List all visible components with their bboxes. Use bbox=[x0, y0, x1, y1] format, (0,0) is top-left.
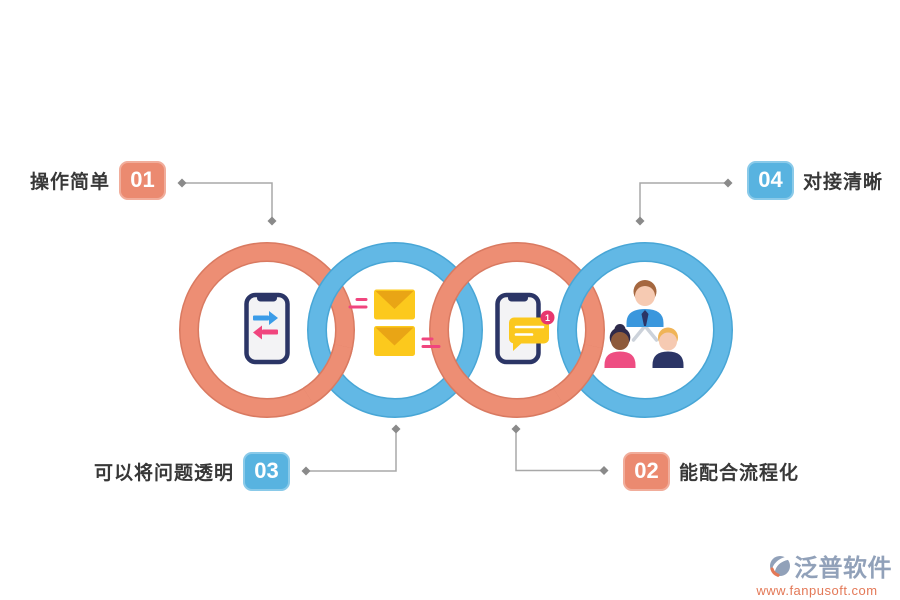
person-right-icon bbox=[652, 327, 684, 368]
step-03-number-badge: 03 bbox=[243, 451, 290, 491]
notification-dot-icon bbox=[540, 310, 555, 325]
connector-step-01 bbox=[177, 178, 277, 226]
callout-step-03: 可以将问题透明 03 bbox=[40, 451, 290, 491]
person-top-icon bbox=[626, 280, 664, 327]
ring-1-overlap-patch bbox=[302, 343, 354, 405]
callout-step-01: 操作简单 01 bbox=[20, 160, 166, 200]
watermark: 泛普软件 www.fanpusoft.com bbox=[742, 548, 892, 598]
step-02-label: 能配合流程化 bbox=[679, 462, 800, 484]
watermark-brand: 泛普软件 bbox=[794, 555, 892, 582]
step-01-label: 操作简单 bbox=[29, 171, 110, 193]
ring-2-blue bbox=[307, 242, 483, 418]
watermark-url: www.fanpusoft.com bbox=[756, 583, 878, 598]
connector-step-04 bbox=[635, 178, 733, 226]
ring-1-orange bbox=[179, 242, 355, 418]
connector-step-02 bbox=[511, 424, 609, 475]
step-03-label: 可以将问题透明 bbox=[93, 462, 234, 484]
step-04-number-badge: 04 bbox=[747, 160, 794, 200]
step-02-number-badge: 02 bbox=[623, 451, 670, 491]
callout-step-04: 04 对接清晰 bbox=[747, 160, 883, 200]
ring-4-blue bbox=[557, 242, 733, 418]
step-01-number-badge: 01 bbox=[119, 160, 166, 200]
mail-messages-icon bbox=[348, 289, 441, 356]
callout-step-02: 02 能配合流程化 bbox=[623, 451, 799, 491]
person-left-icon bbox=[604, 324, 636, 368]
team-org-icon bbox=[604, 280, 684, 368]
notification-count: 1 bbox=[545, 313, 550, 323]
step-04-label: 对接清晰 bbox=[803, 171, 884, 193]
smartphone-sync-arrows-icon bbox=[244, 292, 290, 365]
smartphone-chat-icon: 1 bbox=[495, 292, 555, 365]
ring-3-overlap-patch bbox=[552, 343, 604, 405]
fanpu-logo-icon bbox=[770, 555, 790, 577]
ring-3-orange bbox=[429, 242, 605, 418]
connector-step-03 bbox=[301, 424, 401, 476]
